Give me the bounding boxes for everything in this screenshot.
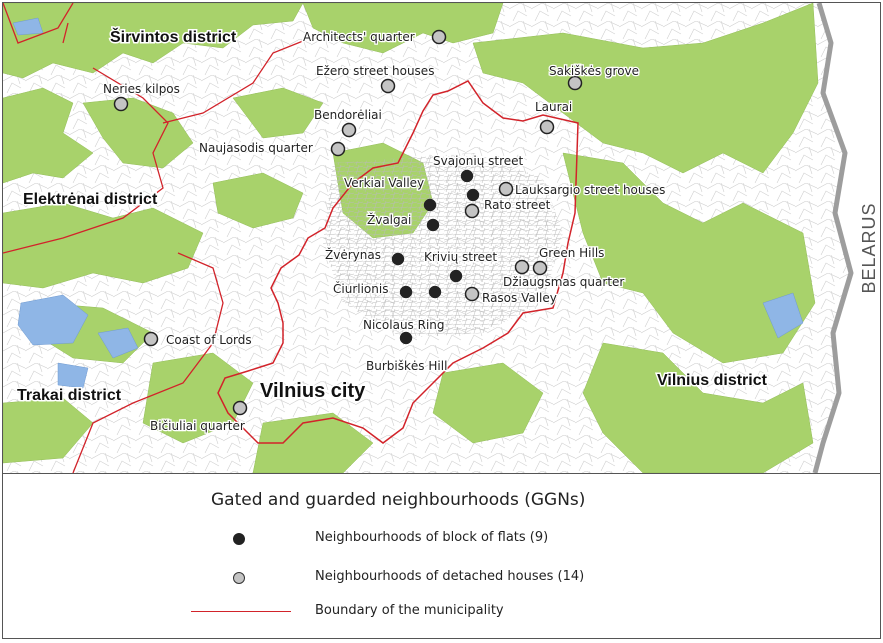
grey-circle-icon [233,572,245,584]
flats-marker [428,285,442,299]
place-label: Čiurlionis [333,281,388,296]
legend-label-flats: Neighbourhoods of block of flats (9) [315,530,549,545]
belarus-region [815,3,880,473]
houses-marker [113,96,129,112]
place-label: Green Hills [539,246,604,260]
district-boundary-south-west [72,252,224,473]
place-label: Svajonių street [433,154,524,168]
place-label: Ežero street houses [316,64,434,78]
place-label: Burbiškės Hill [366,359,447,373]
place-label: Verkiai Valley [344,176,424,190]
water-bodies [12,17,804,389]
district-boundary-west [3,67,169,254]
place-label: Bičiuliai quarter [150,419,245,433]
houses-marker [532,260,548,276]
flats-marker [391,252,405,266]
place-label: Žvėrynas [325,247,381,262]
legend-label-boundary: Boundary of the municipality [315,603,504,618]
place-label: Laurai [535,100,572,114]
place-label: Rato street [484,198,551,212]
houses-marker [539,119,555,135]
district-label: Elektrėnai district [23,191,158,208]
houses-marker [232,400,248,416]
place-label: Krivių street [424,250,497,264]
flats-marker [460,169,474,183]
houses-marker [498,181,514,197]
flats-marker [426,218,440,232]
houses-marker [341,122,357,138]
houses-marker [464,203,480,219]
place-label: Architects' quarter [303,30,415,44]
place-label: Neries kilpos [103,82,180,96]
place-label: Nicolaus Ring [363,318,445,332]
gated-neighbourhood-markers [113,29,583,416]
city-urban-area [323,153,563,338]
boundary-line-icon [191,611,291,612]
district-boundary-north-west [3,3,74,44]
flats-marker [423,198,437,212]
place-label: Žvalgai [367,212,411,227]
place-label: Rasos Valley [482,291,557,305]
place-label: Bendorėliai [314,108,382,122]
place-label: Coast of Lords [166,333,252,347]
flats-marker [466,188,480,202]
district-boundary-north [162,40,304,124]
district-label: Širvintos district [110,27,237,46]
black-circle-icon [233,533,245,545]
houses-marker [431,29,447,45]
houses-marker [330,141,346,157]
legend-row-houses: Neighbourhoods of detached houses (14) [3,566,880,590]
legend: Gated and guarded neighbourhoods (GGNs) … [3,473,880,638]
legend-row-boundary: Boundary of the municipality [3,600,880,624]
place-label: Naujasodis quarter [199,141,313,155]
legend-row-flats: Neighbourhoods of block of flats (9) [3,527,880,551]
district-label: Vilnius district [657,372,768,389]
houses-marker [464,286,480,302]
place-label: Sakiškės grove [549,64,639,78]
place-label: Lauksargio street houses [515,183,665,197]
forest-areas [3,3,819,473]
municipality-boundary [217,80,579,444]
flats-marker [449,269,463,283]
houses-marker [380,78,396,94]
legend-title: Gated and guarded neighbourhoods (GGNs) [211,490,586,510]
country-border-line [812,3,854,473]
flats-marker [399,285,413,299]
place-label: Džiaugsmas quarter [503,275,624,289]
flats-marker [399,331,413,345]
district-label: Vilnius city [260,380,366,402]
legend-label-houses: Neighbourhoods of detached houses (14) [315,569,585,584]
houses-marker [567,75,583,91]
belarus-label: BELARUS [859,202,879,293]
houses-marker [143,331,159,347]
district-label: Trakai district [17,387,122,404]
houses-marker [514,259,530,275]
